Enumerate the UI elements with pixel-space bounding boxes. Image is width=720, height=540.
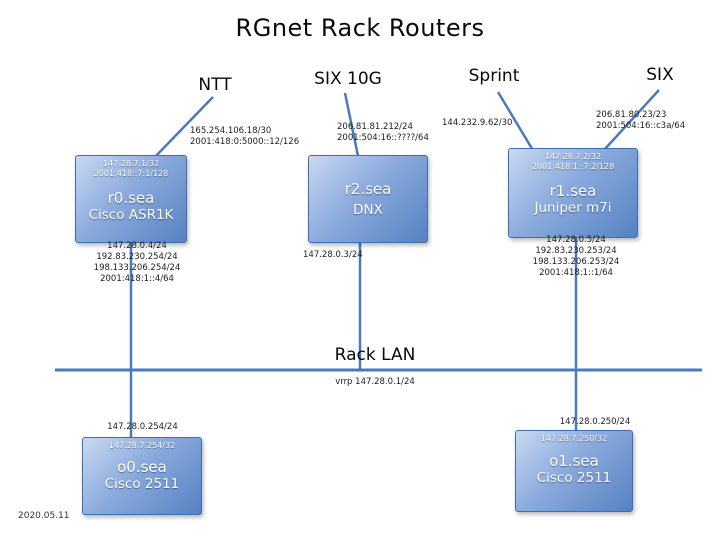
r1-loopbacks: 147.28.7.2/32 2001:418:1::7:2/128 [532,149,614,173]
vrrp-label: vrrp 147.28.0.1/24 [335,377,415,387]
r1-lan-addresses: 147.28.0.5/24 192.83.230.253/24 198.133.… [520,235,632,279]
uplink-label-ntt: NTT [198,75,232,95]
r2-lan-1: 147.28.0.3/24 [303,250,363,260]
r1-lan-2: 192.83.230.253/24 [535,246,617,257]
o1-lan-address: 147.28.0.250/24 [559,417,631,427]
six10g-addresses: 206.81.81.212/24 2001:504:16::????/64 [337,122,429,144]
six-addr-2: 2001:504:16::c3a/64 [596,121,686,132]
uplink-label-six10g: SIX 10G [314,69,382,89]
node-o1: 147.28.7.250/32 o1.sea Cisco 2511 [515,430,633,512]
six10g-addr-1: 206.81.81.212/24 [337,122,413,132]
o1-loopbacks: 147.28.7.250/32 [541,431,607,444]
link-six [603,89,660,151]
diagram-title: RGnet Rack Routers [235,14,485,42]
r2-name: r2.sea [344,180,392,198]
r0-lan-4: 2001:418:1::4/64 [100,274,174,285]
o0-model: Cisco 2511 [104,476,180,493]
o0-loopbacks: 147.28.7.254/32 [109,438,175,451]
r0-lan-addresses: 147.28.0.4/24 192.83.230.254/24 198.133.… [83,241,191,285]
sprint-addr-1: 144.232.9.62/30 [442,118,513,128]
r1-name: r1.sea [549,181,597,200]
sprint-addresses: 144.232.9.62/30 [442,118,512,129]
date-label: 2020.05.11 [18,511,70,521]
rack-lan-label: Rack LAN [334,345,416,365]
six10g-addr-2: 2001:504:16::????/64 [337,133,429,144]
node-r0: 147.28.7.1/32 2001:418::7:1/128 r0.sea C… [75,155,187,243]
r1-loopback-1: 147.28.7.2/32 [544,152,602,161]
r0-loopback-2: 2001:418::7:1/128 [93,169,169,179]
ntt-addresses: 165.254.106.18/30 2001:418:0:5000::12/12… [190,126,299,148]
r1-model: Juniper m7i [534,199,612,216]
uplink-label-six: SIX [646,65,674,85]
r1-lan-3: 198.133.206.253/24 [532,257,620,268]
r1-lan-4: 2001:418:1::1/64 [539,268,613,279]
uplink-label-sprint: Sprint [468,66,520,86]
r2-model: DNX [353,202,383,218]
r0-loopback-1: 147.28.7.1/32 [102,159,160,168]
r1-lan-1: 147.28.0.5/24 [546,235,606,245]
node-o0: 147.28.7.254/32 o0.sea Cisco 2511 [82,437,202,515]
r0-lan-1: 147.28.0.4/24 [107,241,167,251]
r0-lan-3: 198.133.206.254/24 [93,263,181,274]
link-sprint [496,91,536,153]
o1-loopback-1: 147.28.7.250/32 [540,434,608,443]
link-six10g [343,92,360,157]
link-ntt [151,96,214,161]
r0-loopbacks: 147.28.7.1/32 2001:418::7:1/128 [94,156,169,180]
o0-lan-address: 147.28.0.254/24 [107,422,178,432]
r0-lan-2: 192.83.230.254/24 [96,252,178,263]
ntt-addr-1: 165.254.106.18/30 [190,126,272,136]
node-r1: 147.28.7.2/32 2001:418:1::7:2/128 r1.sea… [508,148,638,238]
r0-name: r0.sea [107,188,155,207]
six-addr-1: 206.81.80.23/23 [596,110,667,120]
node-r2: r2.sea DNX [308,155,428,243]
o0-loopback-1: 147.28.7.254/32 [108,441,176,450]
r1-loopback-2: 2001:418:1::7:2/128 [531,162,615,172]
o1-model: Cisco 2511 [536,470,612,487]
r0-model: Cisco ASR1K [88,206,174,223]
o0-name: o0.sea [117,458,167,477]
ntt-addr-2: 2001:418:0:5000::12/126 [190,137,300,148]
six-addresses: 206.81.80.23/23 2001:504:16::c3a/64 [596,110,685,132]
r2-lan-addresses: 147.28.0.3/24 [303,250,363,261]
o1-name: o1.sea [549,452,599,471]
